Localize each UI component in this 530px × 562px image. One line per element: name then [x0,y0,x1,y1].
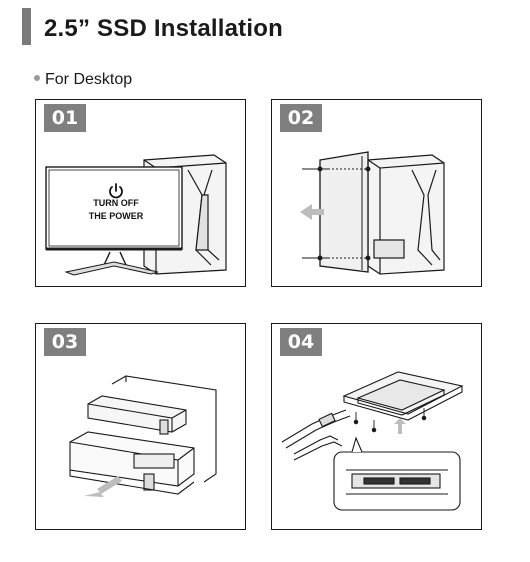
step-02-illustration [300,151,445,275]
step-number-badge: 03 [44,328,86,356]
step-04-illustration [281,371,464,511]
step-number-badge: 02 [280,104,322,132]
step-02-panel: 02 [271,99,482,287]
step-number-badge: 04 [280,328,322,356]
insert-arrow-icon [394,418,406,434]
page-title: 2.5” SSD Installation [44,15,283,42]
pull-arrow-icon [84,476,122,497]
power-icon [109,183,123,199]
subheading: For Desktop [34,71,132,89]
screen-text-line2: THE POWER [89,211,144,221]
pull-arrow-icon [300,204,324,220]
screen-text-line1: TURN OFF [93,198,139,208]
step-03-panel: 03 [35,323,246,530]
step-01-panel: TURN OFF THE POWER 01 [35,99,246,287]
step-04-panel: 04 [271,323,482,530]
subheading-text: For Desktop [45,71,133,88]
step-03-illustration [69,375,217,497]
step-number-badge: 01 [44,104,86,132]
bullet-dot [34,74,40,81]
title-accent-bar [22,8,31,45]
step-01-illustration: TURN OFF THE POWER [45,154,227,276]
